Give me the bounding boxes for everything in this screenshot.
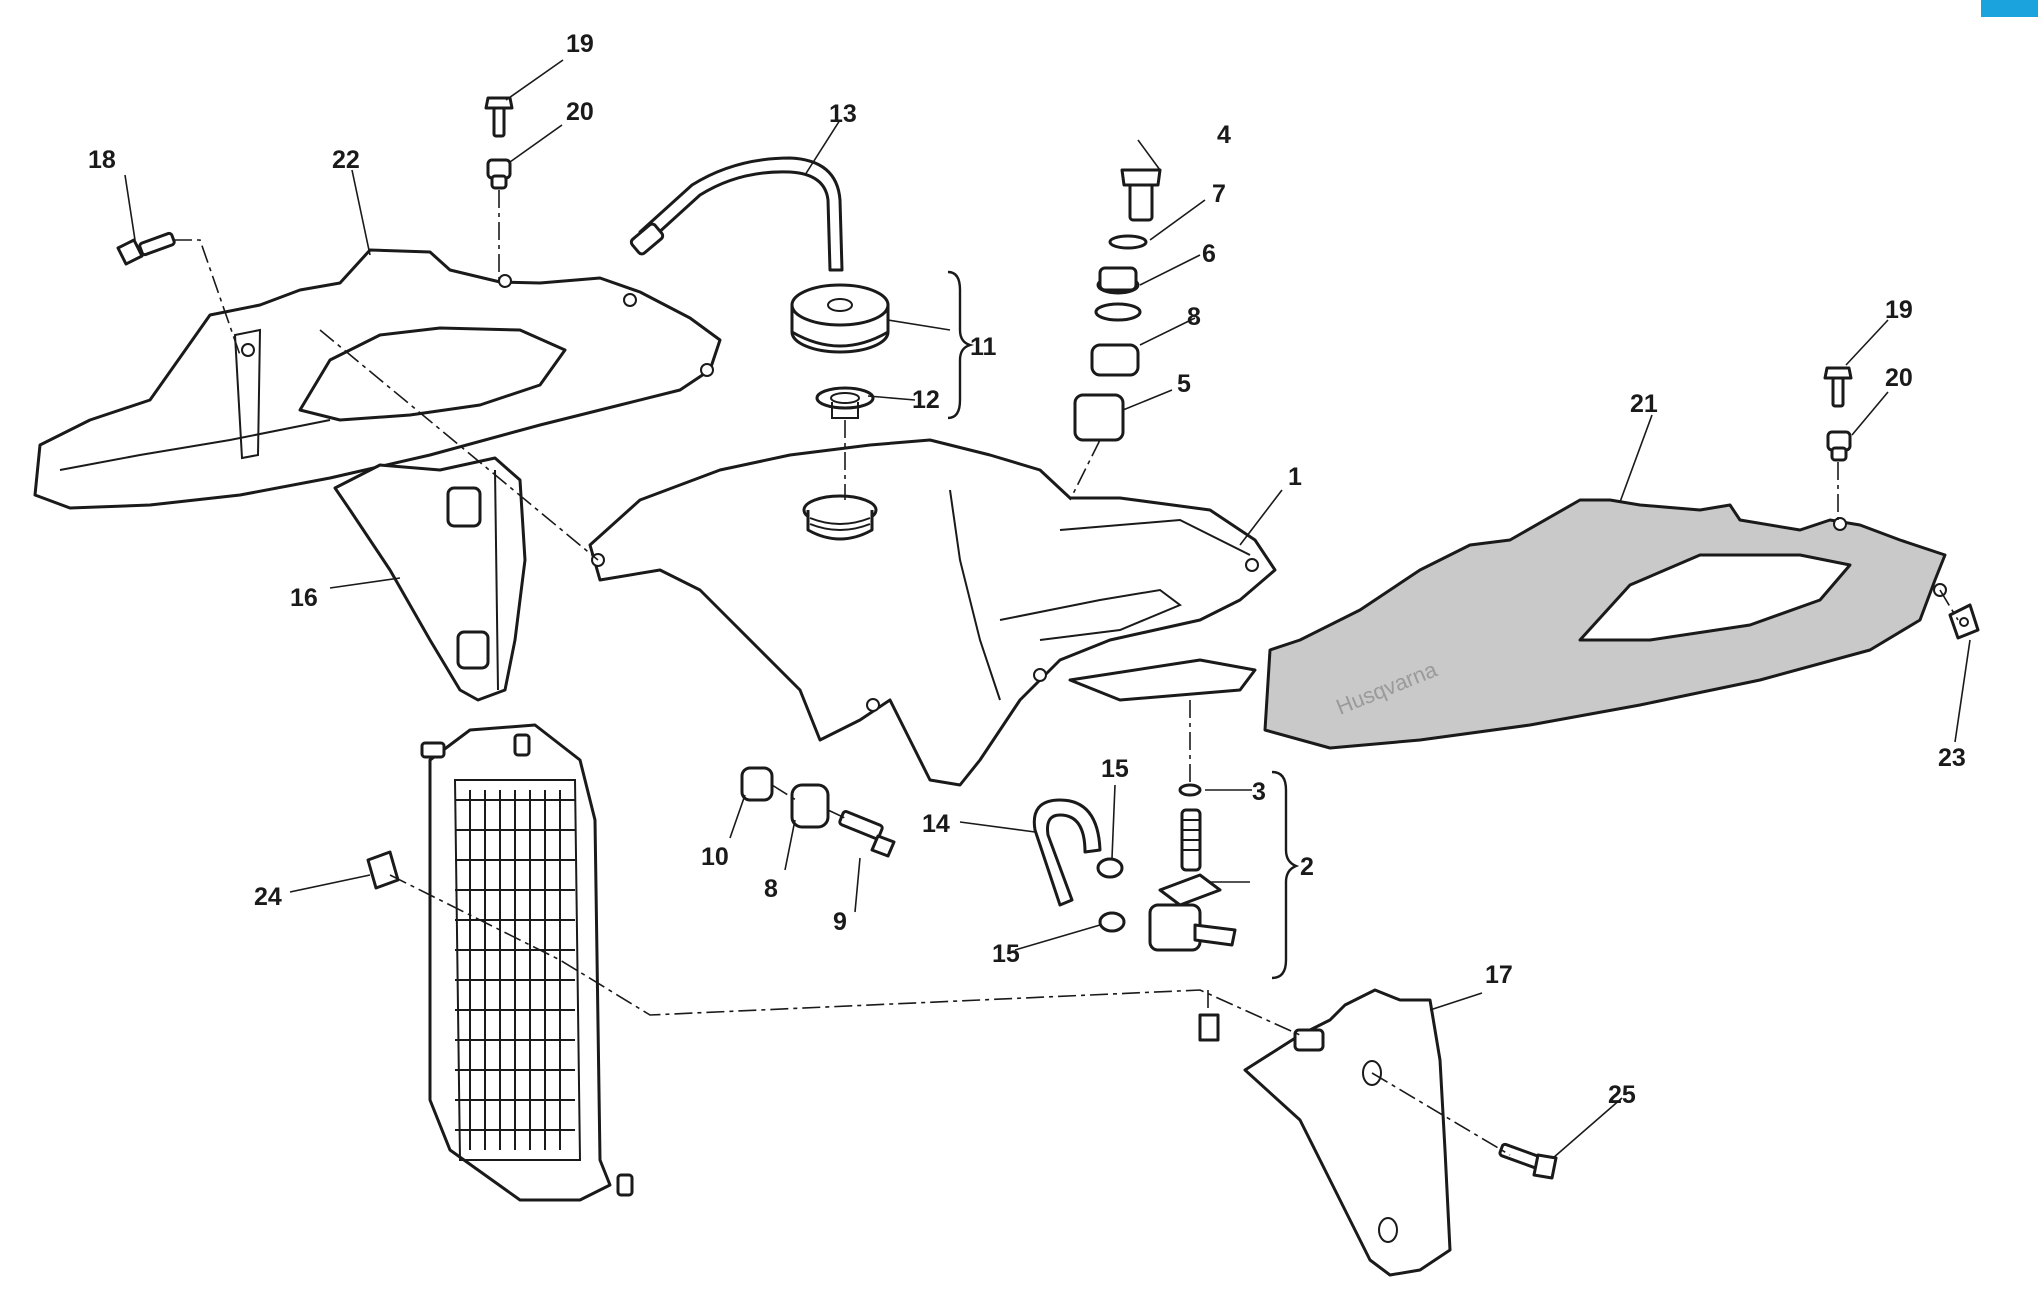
callout-7: 7 xyxy=(1212,180,1226,208)
callout-14: 14 xyxy=(922,810,950,838)
corner-accent-tab xyxy=(1981,0,2038,17)
fuel-hose-14 xyxy=(1032,798,1102,907)
bushing-10 xyxy=(740,766,774,802)
callout-18: 18 xyxy=(88,146,116,174)
callout-15-upper: 15 xyxy=(1101,755,1129,783)
callout-1: 1 xyxy=(1288,463,1302,491)
fuel-tank-1 xyxy=(588,438,1277,787)
leader-lines xyxy=(124,59,1971,1159)
breather-hose-13 xyxy=(629,156,844,272)
side-panel-left-22 xyxy=(33,248,722,510)
callout-9: 9 xyxy=(833,908,847,936)
callout-3: 3 xyxy=(1252,778,1266,806)
fuel-tap-2 xyxy=(1148,783,1237,1042)
callout-19-right: 19 xyxy=(1885,296,1913,324)
callout-5: 5 xyxy=(1177,370,1191,398)
screw-19-right xyxy=(1823,366,1853,408)
alignment-lines xyxy=(174,190,1959,1156)
shroud-16 xyxy=(333,456,527,702)
callout-21: 21 xyxy=(1630,390,1658,418)
callout-19-left: 19 xyxy=(566,30,594,58)
spacer-8-lower xyxy=(790,783,830,829)
callout-11: 11 xyxy=(970,333,997,361)
callout-15-lower: 15 xyxy=(992,940,1020,968)
callout-8-lower: 8 xyxy=(764,875,778,903)
radiator xyxy=(420,723,634,1202)
callout-4: 4 xyxy=(1217,121,1231,149)
tank-mount-stack xyxy=(1073,168,1162,442)
callout-2: 2 xyxy=(1300,853,1314,881)
side-panel-right-21: Husqvarna xyxy=(1263,498,1947,750)
clip-24 xyxy=(366,850,400,890)
callout-17: 17 xyxy=(1485,961,1513,989)
callout-10: 10 xyxy=(701,843,729,871)
callout-labels: 1 2 3 4 5 6 7 8 8 9 10 11 12 13 14 15 15… xyxy=(88,30,1966,1109)
callout-8-upper: 8 xyxy=(1187,303,1201,331)
callout-6: 6 xyxy=(1202,240,1216,268)
group-braces xyxy=(947,270,1300,980)
cap-seal-12 xyxy=(815,386,875,419)
shroud-17 xyxy=(1243,988,1452,1277)
callout-13: 13 xyxy=(829,100,857,128)
bolt-18 xyxy=(116,231,176,266)
hose-clamp-15-upper xyxy=(1096,857,1124,879)
grommet-20-left xyxy=(486,158,512,190)
screw-19-left xyxy=(484,96,514,138)
callout-20-left: 20 xyxy=(566,98,594,126)
callout-16: 16 xyxy=(290,584,318,612)
callout-25: 25 xyxy=(1608,1081,1636,1109)
bolt-9 xyxy=(838,810,896,858)
callout-20-right: 20 xyxy=(1885,364,1913,392)
callout-24: 24 xyxy=(254,883,282,911)
clip-23 xyxy=(1948,603,1980,640)
callout-23: 23 xyxy=(1938,744,1966,772)
grommet-20-right xyxy=(1826,430,1852,462)
callout-22: 22 xyxy=(332,146,360,174)
fuel-cap-11 xyxy=(790,283,890,354)
hose-clamp-15-lower xyxy=(1098,911,1126,933)
bolt-25 xyxy=(1498,1142,1558,1180)
callout-12: 12 xyxy=(912,386,940,414)
